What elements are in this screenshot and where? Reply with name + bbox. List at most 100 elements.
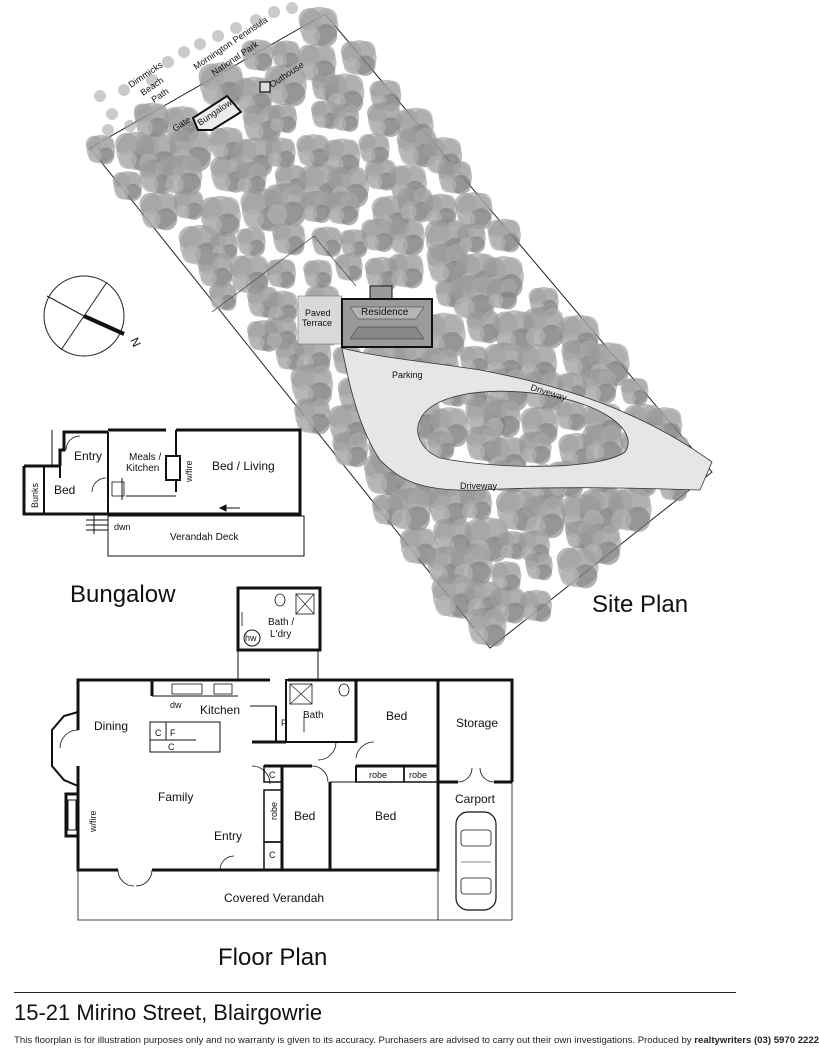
- shrub-icon: [102, 124, 114, 136]
- tree-icon: [555, 400, 587, 431]
- tree-icon: [387, 487, 432, 532]
- shrub-icon: [106, 108, 118, 120]
- tree-icon: [267, 103, 298, 134]
- tree-icon: [487, 218, 521, 253]
- property-address: 15-21 Mirino Street, Blairgowrie: [14, 1000, 323, 1025]
- shrub-icon: [230, 22, 242, 34]
- bungalow-bed-living-label: Bed / Living: [212, 459, 275, 473]
- tree-icon: [459, 487, 493, 521]
- shrub-icon: [194, 38, 206, 50]
- hw-label: hw: [245, 633, 257, 643]
- robe-mid-label: robe: [369, 770, 387, 780]
- tree-icon: [325, 191, 360, 226]
- shrub-icon: [118, 84, 130, 96]
- tree-icon: [266, 258, 297, 289]
- tree-icon: [519, 589, 553, 623]
- bath-ldry-label-2: L'dry: [270, 629, 291, 640]
- shrub-icon: [268, 6, 280, 18]
- shrub-icon: [134, 104, 146, 116]
- bed-north-label: Bed: [386, 709, 407, 723]
- bed-small-label: Bed: [294, 809, 315, 823]
- site-plan: Dimmicks Beach Path Mornington Peninsula…: [85, 2, 713, 649]
- tree-icon: [366, 102, 402, 138]
- dw-label: dw: [170, 700, 182, 710]
- tree-icon: [518, 431, 552, 465]
- bungalow-kitchen-label: Kitchen: [126, 463, 159, 474]
- tree-icon: [139, 191, 179, 231]
- shrub-icon: [146, 74, 158, 86]
- tree-icon: [522, 306, 565, 349]
- tree-icon: [264, 137, 296, 169]
- bungalow-verandah-label: Verandah Deck: [170, 532, 239, 543]
- tree-icon: [607, 487, 652, 533]
- cupboard-c1-label: C: [155, 728, 162, 738]
- site-fence: [211, 235, 357, 313]
- bungalow-bed-label: Bed: [54, 483, 75, 497]
- driveway: [341, 347, 713, 491]
- tree-icon: [332, 431, 369, 468]
- robe-right-label: robe: [409, 770, 427, 780]
- bungalow-entry-label: Entry: [74, 449, 102, 463]
- bungalow-title: Bungalow: [70, 581, 176, 608]
- label-residence: Residence: [361, 307, 409, 318]
- dining-label: Dining: [94, 719, 128, 733]
- bungalow-wfire-label: w/fire: [184, 460, 194, 483]
- wfire-label: w/fire: [88, 810, 98, 833]
- kitchen-label: Kitchen: [200, 703, 240, 717]
- floor-plan-title: Floor Plan: [218, 944, 327, 971]
- shrub-icon: [94, 90, 106, 102]
- tree-icon: [197, 252, 234, 289]
- pantry-label: P: [281, 718, 287, 728]
- label-paved-terrace: Paved: [305, 308, 331, 318]
- floor-plan: [51, 586, 514, 921]
- producer-credit: realtywriters (03) 5970 2222: [694, 1035, 819, 1046]
- tree-icon: [263, 183, 307, 227]
- shrub-icon: [162, 56, 174, 68]
- floorplan-page: Dimmicks Beach Path Mornington Peninsula…: [14, 2, 819, 1046]
- site-plan-title: Site Plan: [592, 591, 688, 618]
- compass-rose: N: [43, 275, 144, 357]
- entry-label: Entry: [214, 829, 242, 843]
- cupboard-c3-label: C: [269, 770, 276, 780]
- tree-icon: [467, 607, 507, 647]
- bungalow-meals-label: Meals /: [129, 452, 161, 463]
- bungalow-plan: [22, 428, 305, 557]
- car-icon: [455, 811, 497, 911]
- shrub-icon: [178, 46, 190, 58]
- bungalow-building: [191, 94, 243, 131]
- plan-drawing: Dimmicks Beach Path Mornington Peninsula…: [22, 2, 713, 971]
- tree-icon: [303, 259, 333, 289]
- disclaimer-text: This floorplan is for illustration purpo…: [14, 1035, 819, 1046]
- tree-icon: [620, 377, 649, 406]
- tree-icon: [272, 222, 306, 256]
- cupboard-f-label: F: [170, 728, 176, 738]
- covered-verandah-label: Covered Verandah: [224, 891, 324, 905]
- shrub-icon: [286, 2, 298, 14]
- disclaimer-body: This floorplan is for illustration purpo…: [14, 1035, 692, 1046]
- tree-icon: [556, 546, 599, 589]
- bungalow-labels: Entry Meals / Kitchen Bed / Living w/fir…: [30, 449, 275, 608]
- storage-label: Storage: [456, 716, 498, 730]
- shrub-icon: [212, 30, 224, 42]
- footer-divider: [14, 992, 736, 993]
- label-parking: Parking: [392, 370, 423, 380]
- tree-icon: [173, 189, 204, 220]
- bungalow-dwn-label: dwn: [114, 522, 131, 532]
- tree-icon: [340, 40, 377, 76]
- tree-icon: [161, 155, 203, 196]
- bath-ldry-label: Bath /: [268, 617, 294, 628]
- tree-icon: [330, 103, 360, 132]
- tree-canopy: [85, 2, 690, 647]
- tree-icon: [298, 6, 339, 47]
- tree-icon: [311, 226, 342, 257]
- robe-left-label: robe: [269, 802, 279, 820]
- tree-icon: [112, 171, 143, 201]
- tree-icon: [485, 277, 518, 310]
- shrub-icon: [124, 120, 136, 132]
- tree-icon: [524, 552, 553, 581]
- compass-north-label: N: [127, 335, 143, 349]
- tree-icon: [388, 252, 424, 289]
- bungalow-bunks-label: Bunks: [30, 482, 40, 508]
- outhouse-building: [259, 81, 271, 93]
- bed-large-label: Bed: [375, 809, 396, 823]
